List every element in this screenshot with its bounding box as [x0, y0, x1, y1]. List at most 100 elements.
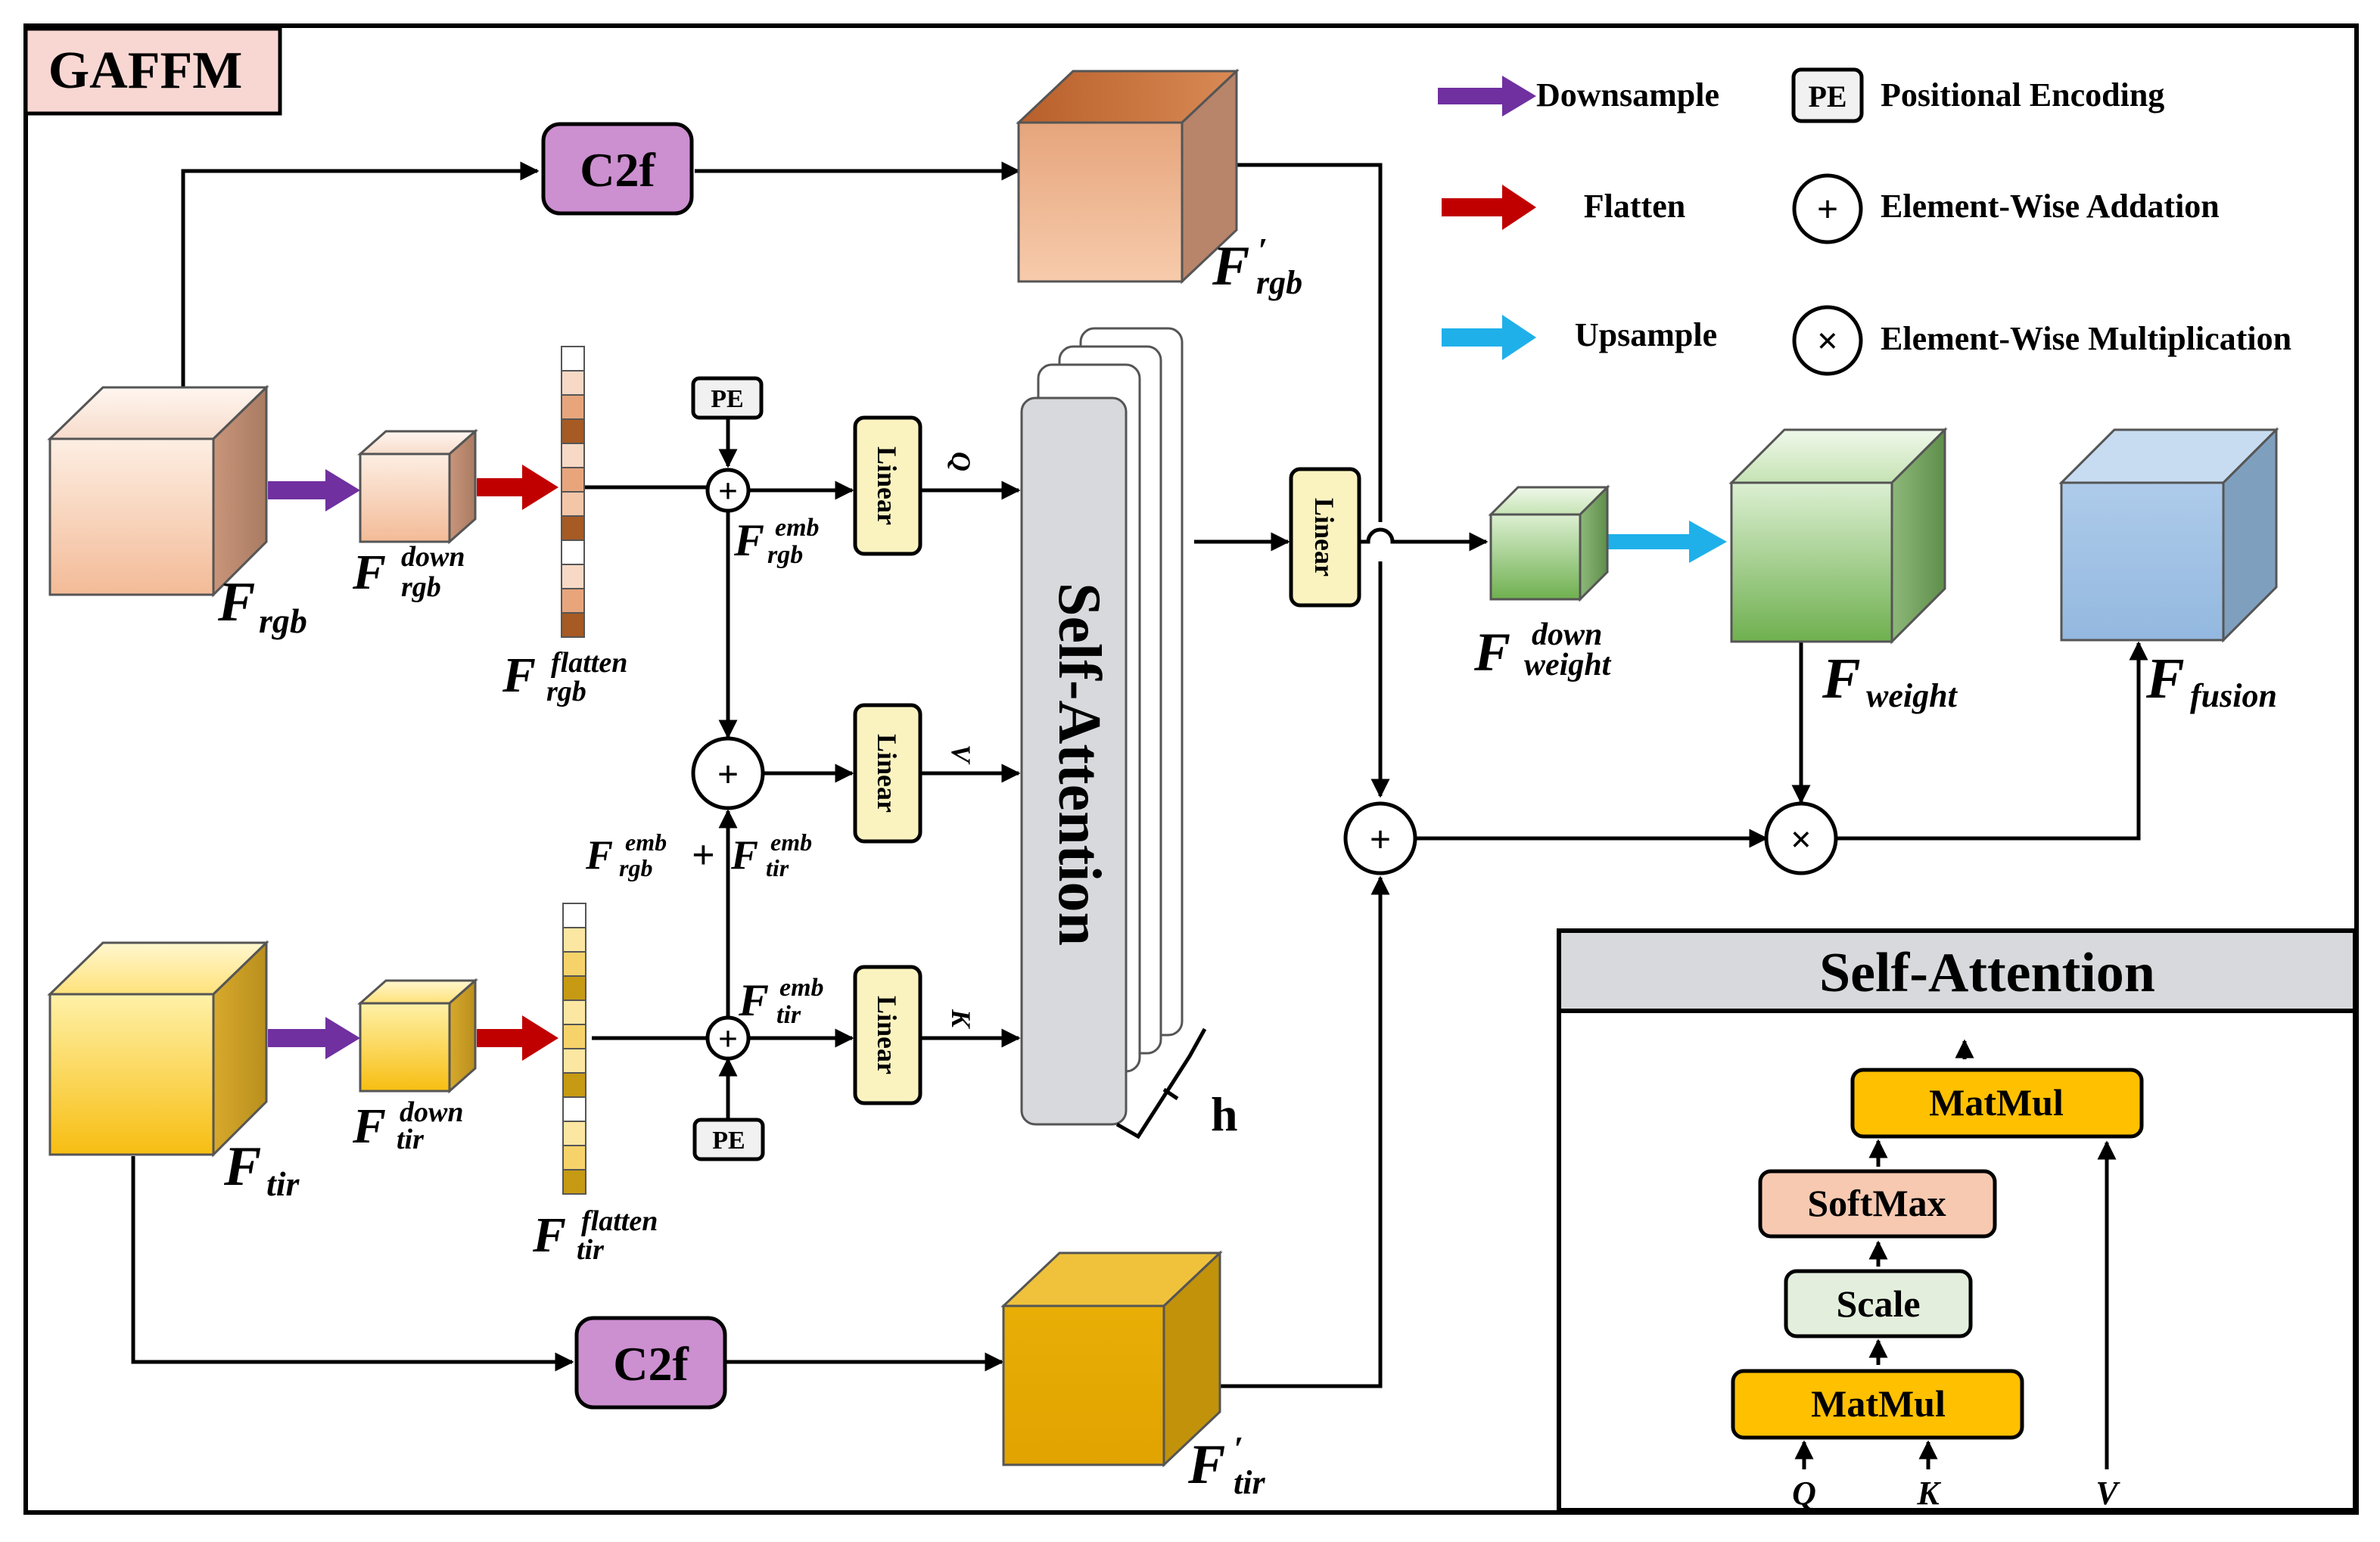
plus-circle-mid: +: [691, 736, 765, 810]
flatten-arrow-tir: [477, 1015, 558, 1061]
svg-text:F: F: [532, 1208, 566, 1263]
label-k: K: [946, 1009, 976, 1030]
svg-text:rgb: rgb: [401, 571, 441, 603]
label-f-rgb: F rgb: [217, 571, 307, 640]
svg-text:flatten: flatten: [581, 1205, 658, 1237]
svg-text:F: F: [738, 975, 769, 1025]
flatten-strip-rgb: [561, 346, 585, 638]
linear-v-label: Linear: [872, 734, 902, 813]
svg-text:emb: emb: [770, 829, 812, 856]
legend-upsample-label: Upsample: [1575, 316, 1717, 353]
c2f-top-label: C2f: [580, 143, 655, 197]
legend-flatten: Flatten: [1442, 185, 1685, 230]
cube-f-fusion: [2058, 427, 2279, 643]
svg-text:weight: weight: [1524, 648, 1612, 682]
heads-label: h: [1211, 1087, 1238, 1141]
page-title: GAFFM: [48, 42, 243, 100]
pe-top-label: PE: [711, 385, 743, 413]
svg-text:′: ′: [1234, 1429, 1243, 1468]
svg-text:F: F: [1187, 1434, 1225, 1496]
cube-f-rgb: [47, 384, 269, 598]
linear-box-k: Linear: [853, 965, 922, 1105]
label-f-tir: F tir: [223, 1136, 300, 1203]
legend-pe: PE Positional Encoding: [1791, 67, 2164, 123]
pe-box-top: PE: [691, 376, 764, 420]
cube-f-tir-down: [357, 978, 478, 1094]
flatten-arrow-icon: [1442, 185, 1536, 230]
plus-symbol: +: [1370, 818, 1392, 860]
pe-box-bottom: PE: [692, 1118, 765, 1161]
svg-text:F: F: [1822, 647, 1861, 710]
svg-text:emb: emb: [625, 829, 667, 856]
upsample-arrow: [1607, 521, 1727, 563]
add-icon: [1792, 173, 1863, 244]
panel-input-k: K: [1916, 1475, 1941, 1512]
label-f-tir-prime: F ′ tir: [1187, 1429, 1265, 1501]
flatten-strip-tir: [562, 903, 586, 1195]
plus-symbol: +: [717, 753, 739, 795]
plus-circle-fuse: +: [1343, 801, 1417, 875]
cube-f-weight: [1728, 427, 1948, 645]
legend-mul: × Element-Wise Multiplication: [1792, 305, 2291, 376]
svg-text:F: F: [223, 1136, 261, 1198]
label-f-rgb-emb: F emb rgb: [733, 514, 820, 569]
svg-text:tir: tir: [1234, 1464, 1265, 1501]
label-emb-sum: F emb rgb + F emb tir: [585, 829, 812, 881]
svg-text:rgb: rgb: [259, 602, 307, 640]
title-box: GAFFM: [23, 26, 282, 116]
c2f-block-bottom: C2f: [574, 1316, 727, 1410]
attention-detail-panel: Self-Attention MatMul SoftMax Scale MatM…: [1557, 928, 2357, 1512]
linear-k-label: Linear: [872, 996, 902, 1074]
flatten-arrow-rgb: [477, 465, 558, 510]
matmul-bottom-label: MatMul: [1811, 1382, 1946, 1425]
heads-brace: [1115, 1027, 1207, 1139]
multiply-symbol: ×: [1790, 818, 1812, 860]
matmul-top-block: MatMul: [1850, 1068, 2144, 1139]
label-f-rgb-flatten: F flatten rgb: [502, 647, 627, 707]
c2f-bottom-label: C2f: [613, 1337, 689, 1391]
svg-text:fusion: fusion: [2190, 677, 2277, 714]
legend-flatten-label: Flatten: [1584, 188, 1685, 225]
legend-pe-label: Positional Encoding: [1881, 76, 2164, 113]
svg-text:F: F: [217, 571, 255, 633]
legend-upsample: Upsample: [1442, 315, 1717, 360]
linear-q-label: Linear: [872, 446, 902, 525]
cube-f-tir: [47, 940, 269, 1158]
plus-symbol: +: [718, 1019, 738, 1058]
label-f-rgb-down: F down rgb: [352, 541, 465, 603]
matmul-top-label: MatMul: [1929, 1081, 2064, 1124]
multiply-icon: [1792, 305, 1863, 376]
svg-text:rgb: rgb: [619, 854, 652, 881]
downsample-arrow-tir: [268, 1017, 360, 1059]
downsample-arrow-icon: [1438, 76, 1536, 117]
softmax-label: SoftMax: [1807, 1182, 1946, 1224]
self-attention-label: Self-Attention: [1046, 583, 1112, 946]
svg-text:rgb: rgb: [1256, 264, 1302, 301]
svg-text:F: F: [502, 648, 536, 703]
legend-add-symbol: +: [1817, 188, 1839, 230]
label-f-tir-emb: F emb tir: [738, 974, 824, 1029]
svg-text:F: F: [2145, 647, 2185, 710]
label-f-tir-flatten: F flatten tir: [532, 1205, 658, 1266]
plus-circle-rgb: +: [705, 468, 751, 513]
svg-text:tir: tir: [397, 1124, 425, 1155]
label-q: Q: [946, 452, 976, 471]
cube-f-rgb-down: [357, 428, 478, 545]
flow-arrows: [268, 465, 1727, 1061]
c2f-block-top: C2f: [541, 122, 694, 216]
cube-f-rgb-prime: [1016, 68, 1240, 284]
matmul-bottom-block: MatMul: [1731, 1369, 2024, 1440]
self-attention-stack: Self-Attention h: [1020, 327, 1238, 1141]
label-f-tir-down: F down tir: [352, 1096, 463, 1155]
connectors: [131, 161, 2148, 1388]
legend-add-label: Element-Wise Addation: [1881, 188, 2220, 225]
multiply-circle: ×: [1764, 801, 1838, 875]
linear-box-v: Linear: [853, 703, 922, 844]
svg-text:F: F: [733, 515, 764, 565]
svg-text:rgb: rgb: [546, 676, 586, 707]
legend-add: + Element-Wise Addation: [1792, 173, 2220, 244]
svg-text:emb: emb: [775, 514, 820, 542]
pe-icon: [1791, 67, 1864, 123]
label-f-weight: F weight: [1822, 647, 1958, 714]
